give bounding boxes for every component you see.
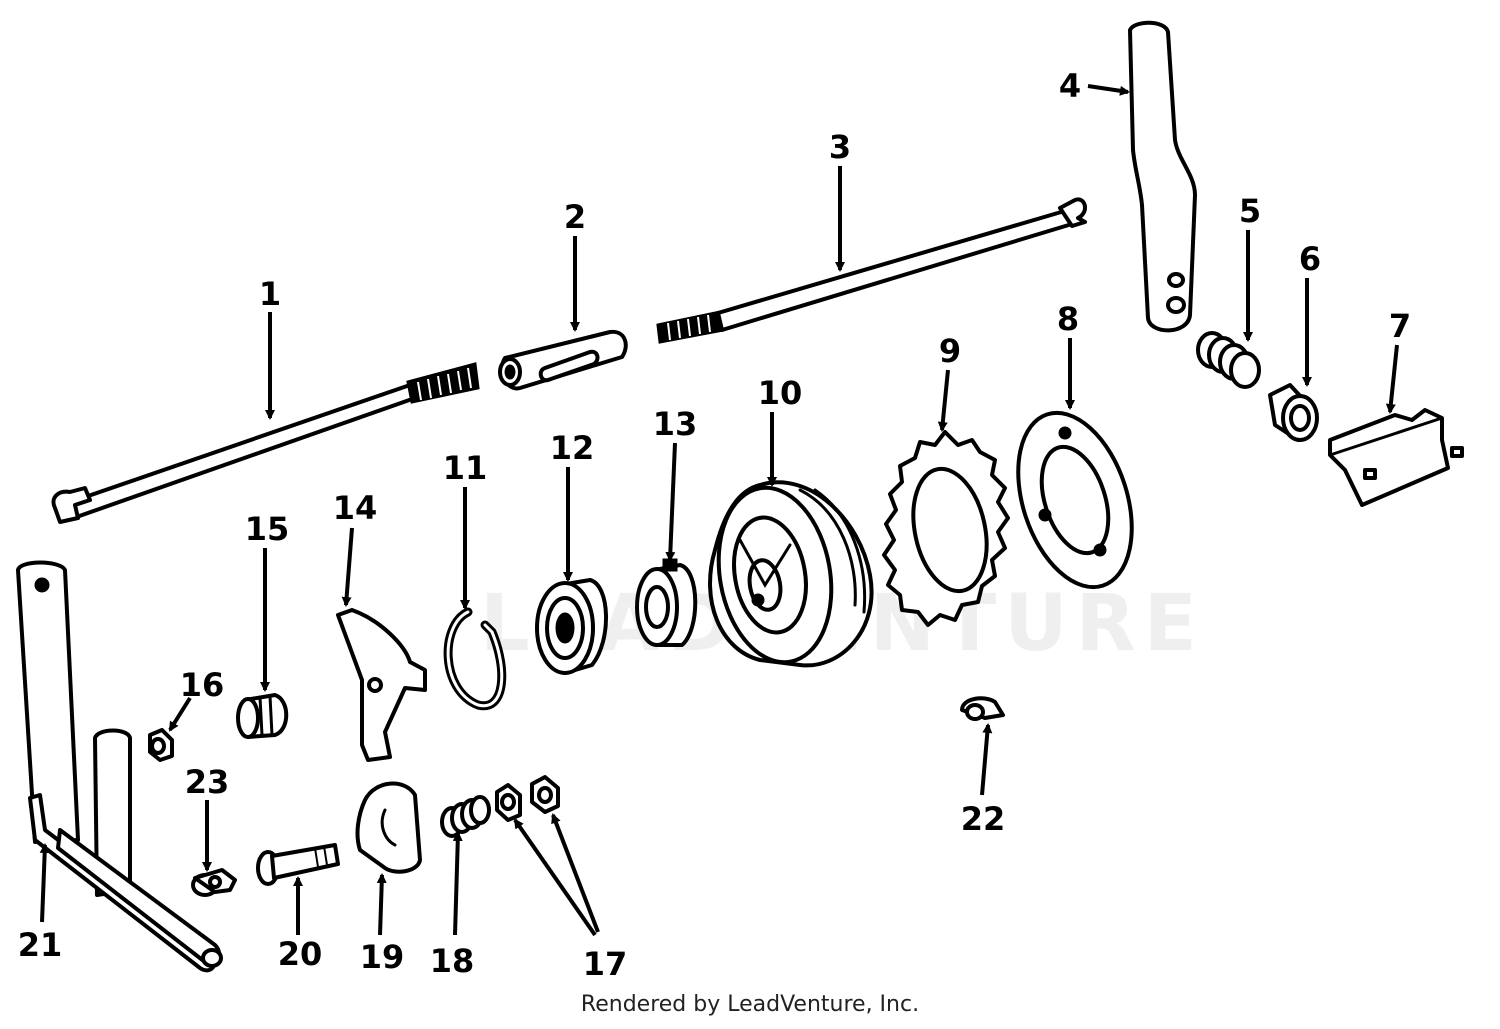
leader-4	[1087, 84, 1130, 96]
callout-12: 12	[550, 429, 595, 467]
leader-9	[937, 369, 950, 432]
leader-13	[665, 442, 677, 562]
leader-19	[376, 873, 387, 936]
callout-labels: 1 2 3 4 5 6 7 8 9 10 11 12 13 14 15 16 1…	[18, 67, 1411, 983]
part-12-bearing	[535, 578, 609, 675]
part-3-rod	[656, 197, 1087, 344]
part-8-plate	[1016, 410, 1134, 590]
callout-23: 23	[185, 763, 230, 801]
part-1-rod	[51, 362, 480, 524]
callout-5: 5	[1239, 192, 1261, 230]
callout-8: 8	[1057, 300, 1079, 338]
part-23-clamp	[191, 868, 237, 897]
part-7-bracket	[1328, 408, 1464, 507]
leader-21	[39, 843, 50, 923]
part-21-bracket	[16, 560, 223, 973]
part-18-spring	[440, 795, 491, 838]
callout-14: 14	[333, 489, 378, 527]
leader-lines	[39, 84, 1399, 937]
part-13-collar	[635, 558, 698, 647]
part-10-pulley	[708, 480, 874, 668]
leader-7	[1385, 344, 1399, 414]
leader-17a	[513, 818, 597, 937]
callout-16: 16	[180, 666, 225, 704]
part-22-clip	[960, 696, 1005, 721]
callout-10: 10	[758, 374, 803, 412]
part-14-yoke	[336, 608, 427, 762]
part-20-bolt	[256, 843, 340, 886]
part-9-sprocket	[882, 430, 1010, 627]
part-4-arm	[1128, 20, 1197, 333]
leader-14	[341, 527, 354, 607]
callout-18: 18	[430, 942, 475, 980]
callout-11: 11	[443, 449, 488, 487]
part-6-bushing	[1268, 383, 1319, 442]
callout-4: 4	[1059, 67, 1081, 105]
callout-3: 3	[829, 128, 851, 166]
part-16-nut	[148, 728, 174, 762]
part-2-turnbuckle	[498, 329, 628, 391]
callout-6: 6	[1299, 240, 1321, 278]
callout-13: 13	[653, 405, 698, 443]
callout-7: 7	[1389, 307, 1411, 345]
leader-18	[452, 831, 463, 936]
part-11-snap-ring	[443, 607, 507, 711]
callout-15: 15	[245, 510, 290, 548]
callout-21: 21	[18, 926, 63, 964]
part-15-plug	[236, 693, 289, 739]
part-17-nuts	[495, 775, 560, 822]
callout-22: 22	[961, 800, 1006, 838]
callout-2: 2	[564, 198, 586, 236]
callout-20: 20	[278, 935, 323, 973]
leader-17b	[551, 813, 600, 933]
footer-credit: Rendered by LeadVenture, Inc.	[580, 992, 920, 1017]
leader-22	[980, 723, 993, 796]
part-5-spring	[1196, 331, 1261, 389]
callout-17: 17	[583, 945, 628, 983]
callout-9: 9	[939, 332, 961, 370]
part-19-knob	[355, 781, 422, 874]
callout-1: 1	[259, 275, 281, 313]
callout-19: 19	[360, 938, 405, 976]
leader-16	[168, 696, 192, 732]
